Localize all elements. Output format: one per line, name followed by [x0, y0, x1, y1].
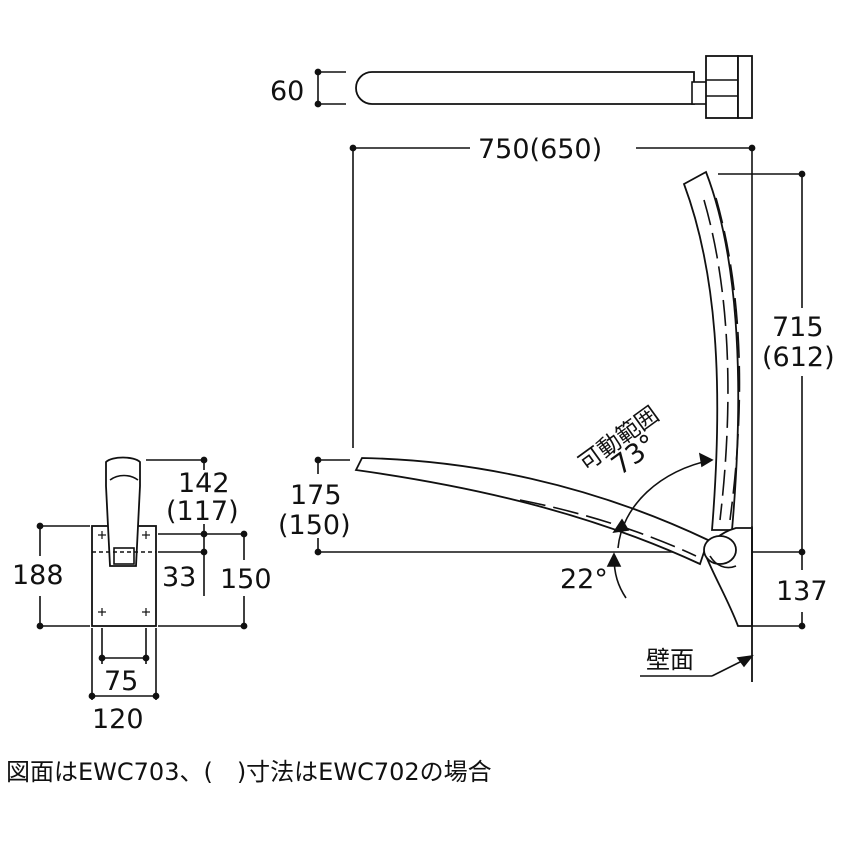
dim-60-label: 60 — [270, 76, 304, 107]
dim-142-dot — [200, 456, 208, 464]
dim-120-dot — [88, 692, 96, 700]
dim-137-dot — [798, 622, 806, 630]
wall-leader-arrow — [736, 654, 754, 668]
dim-75-label: 75 — [104, 666, 138, 697]
front-arm — [105, 456, 141, 567]
dim-60-dot — [314, 100, 322, 108]
dim-188-label: 188 — [12, 560, 64, 591]
dim-150-dot — [240, 530, 248, 538]
lowered-bar-hidden-line — [519, 499, 697, 557]
range-arc-arrow — [698, 452, 714, 468]
screw-holes — [98, 531, 150, 616]
dim-188-dot — [36, 622, 44, 630]
dim-150-label: 150 — [220, 564, 272, 595]
dim-120-label: 120 — [92, 704, 144, 735]
dim-142-label: 142 — [178, 468, 230, 499]
dim-150-dot — [240, 622, 248, 630]
caption: 図面はEWC703、( )寸法はEWC702の場合 — [6, 758, 492, 786]
top-view-bracket — [705, 55, 739, 119]
dim-175-label: 175 — [290, 480, 342, 511]
dim-75-dot — [142, 654, 150, 662]
dim-75-dot — [98, 654, 106, 662]
top-view-bracket-plate — [737, 55, 753, 119]
dim-117-label: (117) — [166, 496, 239, 527]
raised-bar-hidden-line — [703, 199, 729, 521]
dim-175-dot — [314, 456, 322, 464]
dim-715-label: 715 — [772, 312, 824, 343]
down-angle-arrow — [606, 552, 622, 567]
dim-188-dot — [36, 522, 44, 530]
raised-bar-hidden-line — [715, 197, 741, 521]
raised-bar — [682, 170, 740, 531]
top-view-bar — [355, 71, 695, 105]
dim-150-arm-label: (150) — [278, 510, 351, 541]
front-hub — [113, 547, 135, 565]
pivot-hub — [703, 535, 737, 565]
dim-137-label: 137 — [776, 576, 828, 607]
wall-label: 壁面 — [646, 646, 694, 674]
down-angle-label: 22° — [560, 564, 608, 595]
dim-715-dot — [798, 170, 806, 178]
front-view — [36, 456, 248, 700]
front-arm-line — [109, 474, 139, 481]
pivot-hub-inner — [709, 555, 737, 569]
range-arc-arrow — [612, 518, 630, 534]
range-arc — [617, 459, 713, 549]
lowered-bar — [354, 457, 710, 566]
dim-120-dot — [152, 692, 160, 700]
dim-60-dot — [314, 68, 322, 76]
dim-750-label: 750(650) — [478, 134, 602, 165]
dim-612-label: (612) — [762, 342, 835, 373]
top-view — [314, 55, 753, 119]
side-view — [314, 144, 806, 682]
dim-33-label: 33 — [162, 562, 196, 593]
